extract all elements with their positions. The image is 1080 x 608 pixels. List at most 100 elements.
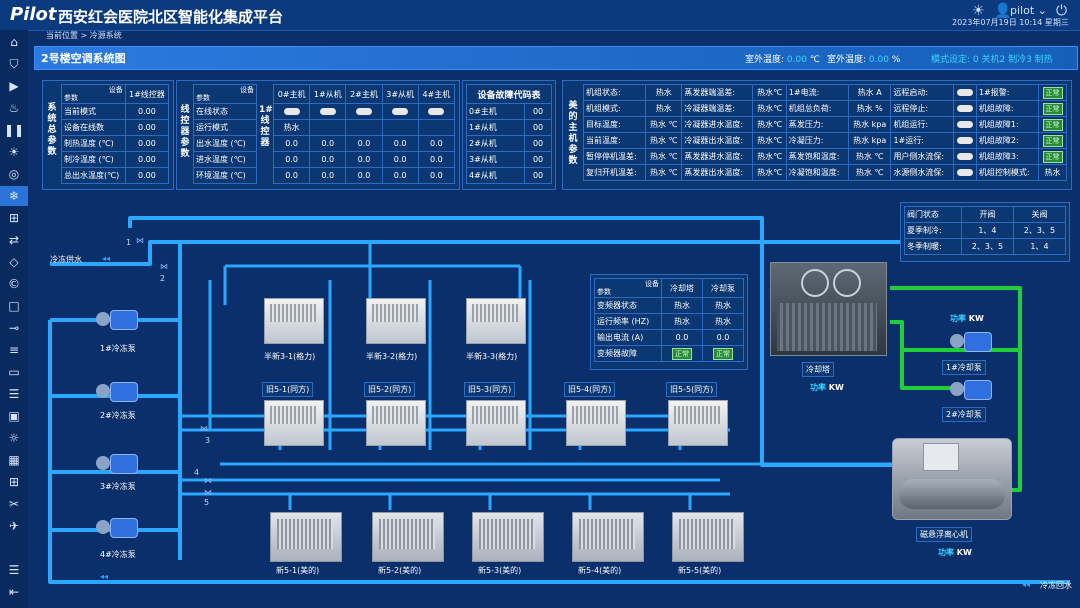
- supply-main-pipe: [50, 240, 910, 266]
- param-label: 蒸发饱和温度:: [785, 148, 849, 165]
- maglev-centrifugal-chiller[interactable]: [892, 438, 1012, 520]
- cell-value: 0.0: [309, 167, 347, 184]
- source-flow-toggle[interactable]: [952, 164, 977, 181]
- fan-icon: [801, 269, 829, 297]
- cube-icon[interactable]: ◇: [9, 255, 19, 269]
- status-badge: 正常: [1038, 148, 1067, 165]
- valve-4-icon[interactable]: ⋈: [204, 476, 212, 485]
- sliders-icon[interactable]: ≡: [8, 343, 20, 357]
- calendar-icon[interactable]: ▦: [8, 453, 20, 467]
- list-icon[interactable]: ☰: [8, 387, 20, 401]
- chiller-new-3[interactable]: [472, 512, 544, 562]
- grid-icon[interactable]: ⊞: [8, 475, 20, 489]
- param-label: 机组总负荷:: [785, 100, 849, 117]
- chiller-new-5[interactable]: [672, 512, 744, 562]
- chiller-old-3[interactable]: [466, 400, 526, 446]
- param-value: 热水℃: [752, 132, 787, 149]
- cooling-pump-2[interactable]: [950, 378, 994, 400]
- fault-code: 00: [524, 151, 552, 168]
- chiller-semi-2[interactable]: [366, 298, 426, 344]
- chilled-pump-1[interactable]: [96, 308, 140, 330]
- cooling-tower[interactable]: [770, 262, 887, 356]
- chilled-pump-4[interactable]: [96, 516, 140, 538]
- online-toggle[interactable]: [309, 103, 347, 120]
- user-menu[interactable]: pilot ⌄: [1010, 4, 1047, 17]
- menu-icon[interactable]: ☰: [8, 563, 20, 577]
- cooling-pump-1[interactable]: [950, 330, 994, 352]
- gauge-icon[interactable]: ◎: [8, 167, 20, 181]
- tower-label: 冷却塔: [802, 362, 834, 377]
- status-badge: 正常: [1038, 116, 1067, 133]
- online-toggle[interactable]: [345, 103, 383, 120]
- user-flow-toggle[interactable]: [952, 148, 977, 165]
- hierarchy-icon[interactable]: ⊞: [8, 211, 20, 225]
- column-header: 冷却塔: [661, 278, 703, 298]
- chiller-old-2[interactable]: [366, 400, 426, 446]
- cell-value: 热水: [661, 297, 703, 314]
- light-icon[interactable]: ☼: [8, 431, 20, 445]
- user-icon[interactable]: 👤: [994, 3, 1012, 19]
- play-icon[interactable]: ▶: [9, 79, 19, 93]
- line-controller-unit-label: 1#线控器: [259, 105, 273, 148]
- exit-icon[interactable]: ⏻: [1056, 3, 1068, 19]
- chiller-old-4[interactable]: [566, 400, 626, 446]
- cell-value: 0.0: [417, 167, 456, 184]
- chiller-old-1[interactable]: [264, 400, 324, 446]
- chiller-semi-1[interactable]: [264, 298, 324, 344]
- run1-toggle[interactable]: [952, 132, 977, 149]
- chiller-label: 半新3-2(格力): [366, 352, 418, 361]
- valve-2-icon[interactable]: ⋈: [160, 262, 168, 271]
- home-icon[interactable]: ⌂: [10, 35, 18, 49]
- header-cell: 设备参数: [594, 278, 662, 298]
- c-circle-icon[interactable]: ©: [8, 277, 20, 291]
- shield-icon[interactable]: ⛉: [9, 57, 19, 71]
- plane-icon[interactable]: ✈: [8, 519, 20, 533]
- online-toggle[interactable]: [272, 103, 311, 120]
- remote-start-toggle[interactable]: [952, 84, 977, 101]
- online-toggle[interactable]: [417, 103, 456, 120]
- monitor-icon[interactable]: ▣: [8, 409, 20, 423]
- alarm-light-icon[interactable]: ☀: [972, 3, 985, 19]
- fire-icon[interactable]: ♨: [8, 101, 20, 115]
- tools-icon[interactable]: ✂: [8, 497, 20, 511]
- chiller-new-2[interactable]: [372, 512, 444, 562]
- chiller-new-4[interactable]: [572, 512, 644, 562]
- card-icon[interactable]: ▭: [8, 365, 20, 379]
- cooling-branch: [890, 320, 990, 390]
- chilled-pump-3[interactable]: [96, 452, 140, 474]
- online-toggle[interactable]: [381, 103, 419, 120]
- fan-icon: [833, 269, 861, 297]
- row-label: 夏季制冷:: [904, 222, 962, 239]
- square-icon[interactable]: □: [8, 299, 20, 313]
- param-value: 0.00: [124, 103, 170, 120]
- arrows-icon[interactable]: ⇄: [8, 233, 20, 247]
- column-header: 1#从机: [309, 84, 347, 104]
- valve-3-label: 3: [205, 436, 211, 445]
- unit-running-toggle[interactable]: [952, 116, 977, 133]
- chiller-label: 新5-1(美的): [276, 566, 320, 575]
- cell-value: 0.0: [272, 151, 311, 168]
- cell-value: [345, 119, 383, 136]
- column-header: 3#从机: [381, 84, 419, 104]
- chiller-label: 新5-3(美的): [478, 566, 522, 575]
- remote-stop-toggle[interactable]: [952, 100, 977, 117]
- param-label: 目标温度:: [582, 116, 647, 133]
- snowflake-icon[interactable]: ❄: [0, 186, 28, 206]
- node-icon[interactable]: ⊸: [8, 321, 20, 335]
- column-header: 关阀: [1012, 206, 1067, 223]
- status-badge: 正常: [1038, 84, 1067, 101]
- chiller-old-5[interactable]: [668, 400, 728, 446]
- valve-1-icon[interactable]: ⋈: [136, 236, 144, 245]
- collapse-icon[interactable]: ⇤: [8, 585, 20, 599]
- valve-5-icon[interactable]: ⋈: [204, 488, 212, 497]
- valve-3-icon[interactable]: ⋈: [200, 424, 208, 433]
- system-params-label: 系统总参数: [47, 103, 57, 157]
- param-value: 热水 ℃: [847, 148, 892, 165]
- alarm-icon[interactable]: ☀: [8, 145, 20, 159]
- chilled-pump-2[interactable]: [96, 380, 140, 402]
- status-badge: 正常: [702, 345, 744, 362]
- chiller-new-1[interactable]: [270, 512, 342, 562]
- column-header: 冷却泵: [702, 278, 744, 298]
- pause-icon[interactable]: ❚❚: [3, 123, 25, 137]
- chiller-semi-3[interactable]: [466, 298, 526, 344]
